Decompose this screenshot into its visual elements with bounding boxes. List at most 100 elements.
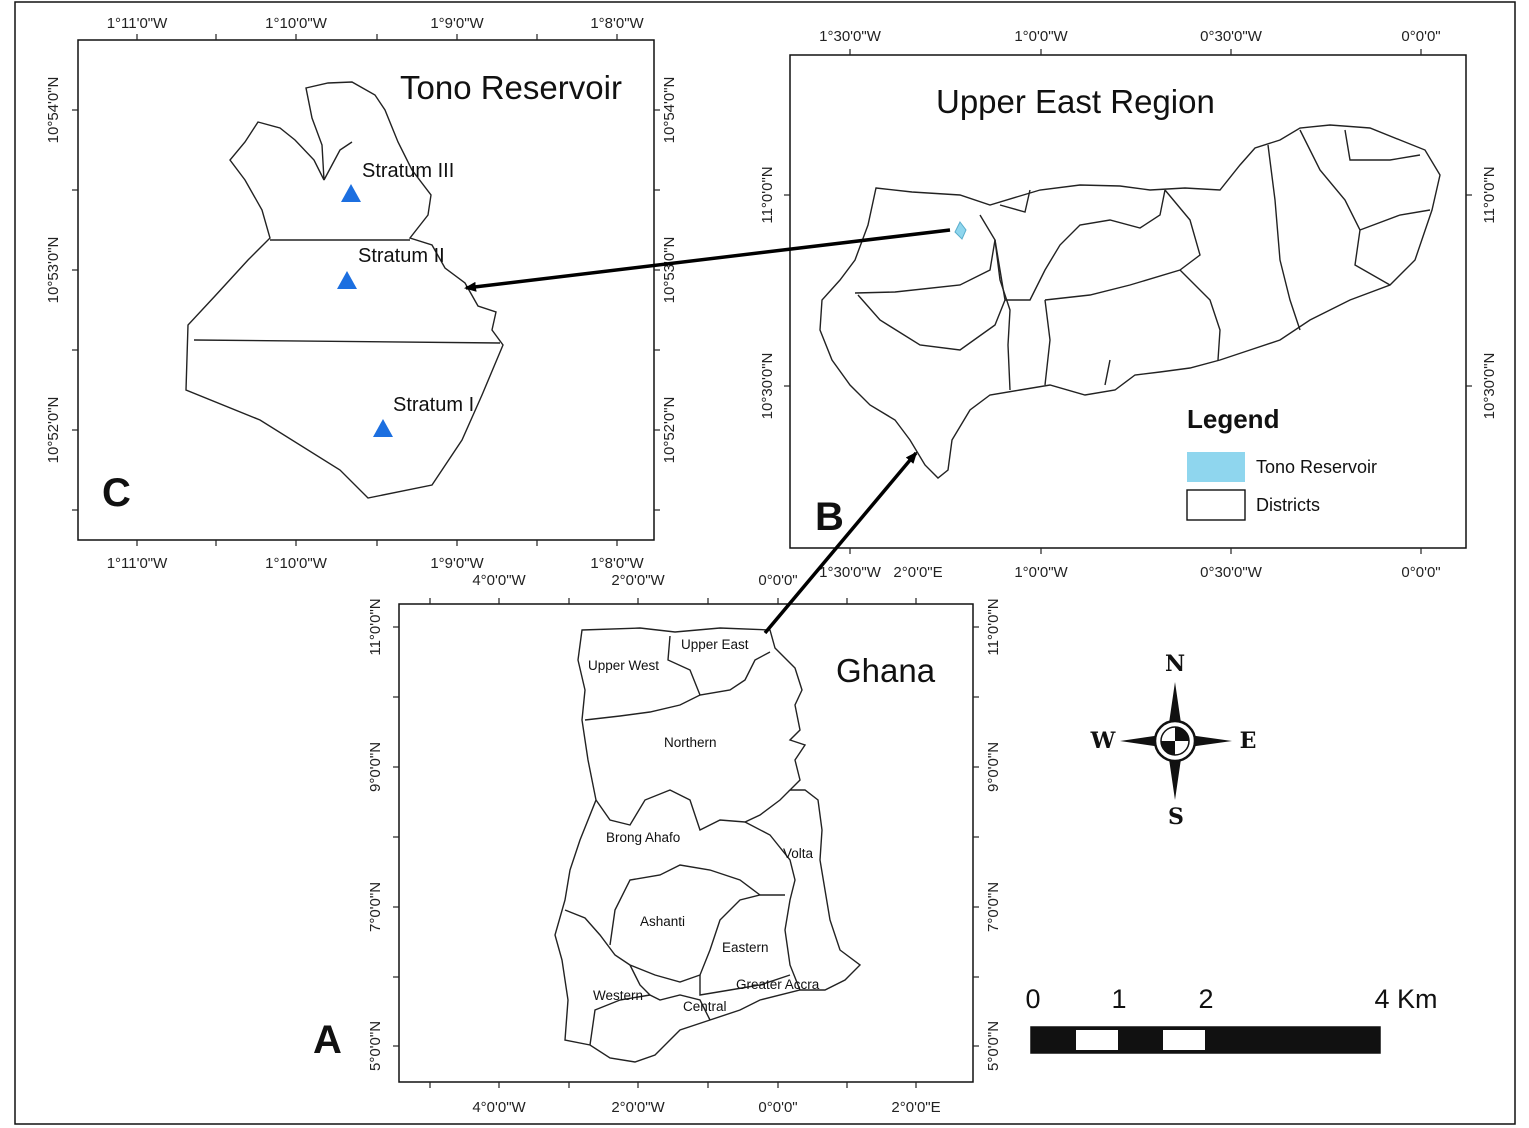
panel-c-top-tick: 1°8'0"W bbox=[590, 15, 644, 32]
panel-c-tick-marks bbox=[72, 34, 660, 546]
region-label-upper-west: Upper West bbox=[588, 658, 659, 673]
region-label-northern: Northern bbox=[664, 735, 717, 750]
panel-c-bottom-tick: 1°9'0"W bbox=[430, 555, 484, 572]
region-boundary bbox=[699, 974, 791, 996]
compass-label-n: N bbox=[1165, 651, 1185, 677]
panel-a-left-tick: 11°0'0"N bbox=[367, 598, 384, 655]
panel-c-right-tick: 10°52'0"N bbox=[661, 397, 678, 464]
panel-b-left-tick: 11°0'0"N bbox=[759, 166, 776, 223]
stratum-iii-label: Stratum III bbox=[362, 160, 454, 182]
compass-quadrant bbox=[1175, 727, 1189, 741]
panel-c-top-tick: 1°9'0"W bbox=[430, 15, 484, 32]
legend-label-tono-reservoir: Tono Reservoir bbox=[1256, 457, 1377, 477]
legend-label-districts: Districts bbox=[1256, 495, 1320, 515]
legend-swatch-tono-reservoir bbox=[1187, 452, 1245, 482]
tono-reservoir-location bbox=[954, 221, 967, 240]
legend: Legend Tono Reservoir Districts bbox=[1186, 404, 1377, 521]
panel-b-tick-marks bbox=[784, 49, 1472, 554]
panel-a-top-tick: 4°0'0"W bbox=[472, 572, 526, 589]
region-label-greater-accra: Greater Accra bbox=[736, 977, 820, 992]
panel-c-frame bbox=[77, 39, 655, 541]
reservoir-tributary-line bbox=[323, 141, 353, 181]
panel-a-tick-marks bbox=[393, 598, 979, 1088]
scale-bar-segment bbox=[1076, 1030, 1118, 1050]
panel-c-top-tick: 1°11'0"W bbox=[107, 15, 168, 32]
stratum-ii-marker bbox=[337, 271, 357, 289]
panel-a-bottom-tick: 2°0'0"E bbox=[891, 1099, 940, 1116]
region-label-central: Central bbox=[683, 999, 727, 1014]
ghana-outline bbox=[554, 627, 862, 1063]
legend-swatch-districts bbox=[1186, 489, 1246, 521]
panel-a-bottom-tick: 0°0'0" bbox=[758, 1099, 797, 1116]
panel-c-title: Tono Reservoir bbox=[400, 69, 622, 106]
panel-c-right-tick: 10°54'0"N bbox=[661, 77, 678, 144]
district-boundary bbox=[1267, 144, 1301, 331]
region-label-volta: Volta bbox=[783, 846, 814, 861]
panel-a-right-tick: 11°0'0"N bbox=[985, 598, 1002, 655]
panel-b-top-tick: 1°30'0"W bbox=[819, 28, 882, 45]
region-label-brong-ahafo: Brong Ahafo bbox=[606, 830, 680, 845]
district-boundary bbox=[1344, 129, 1421, 161]
region-label-western: Western bbox=[593, 988, 643, 1003]
region-boundary bbox=[629, 894, 785, 983]
arrow-ghana-to-region bbox=[763, 451, 918, 635]
panel-b-top-tick: 0°30'0"W bbox=[1200, 28, 1263, 45]
panel-c-bottom-tick: 1°10'0"W bbox=[265, 555, 328, 572]
scale-bar: 0 1 2 4 Km bbox=[1025, 984, 1438, 1054]
region-boundary bbox=[667, 635, 701, 696]
reservoir-outline bbox=[185, 81, 504, 499]
panel-b-bottom-tick: 1°30'0"W bbox=[819, 564, 882, 581]
panel-c-top-tick: 1°10'0"W bbox=[265, 15, 328, 32]
panel-a-bottom-tick: 2°0'0"W bbox=[611, 1099, 665, 1116]
panel-a-right-tick: 5°0'0"N bbox=[985, 1021, 1002, 1071]
panel-c-left-tick: 10°52'0"N bbox=[45, 397, 62, 464]
scale-label-4km: 4 Km bbox=[1374, 984, 1437, 1014]
panel-b-letter: B bbox=[815, 495, 844, 539]
panel-a-frame bbox=[398, 603, 974, 1083]
compass-label-s: S bbox=[1168, 804, 1184, 830]
scale-label-2: 2 bbox=[1198, 984, 1213, 1014]
region-label-upper-east: Upper East bbox=[681, 637, 749, 652]
region-boundary bbox=[609, 864, 761, 946]
compass-quadrant bbox=[1161, 741, 1175, 755]
panel-a-top-tick: 0°0'0" bbox=[758, 572, 797, 589]
stratum-boundary-lower bbox=[193, 339, 501, 344]
stratum-ii-label: Stratum II bbox=[358, 245, 445, 267]
panel-a-letter: A bbox=[313, 1018, 342, 1062]
panel-a-title: Ghana bbox=[836, 652, 936, 689]
panel-c-right-tick: 10°53'0"N bbox=[661, 237, 678, 304]
north-arrow: N S W E bbox=[1090, 651, 1257, 830]
panel-a: 4°0'0"W 2°0'0"W 0°0'0" 4°0'0"W 2°0'0"W 0… bbox=[313, 572, 1002, 1116]
compass-label-e: E bbox=[1240, 728, 1257, 754]
panel-a-right-tick: 7°0'0"N bbox=[985, 882, 1002, 932]
panel-b-right-tick: 11°0'0"N bbox=[1481, 166, 1498, 223]
region-boundary bbox=[744, 821, 801, 991]
district-boundary bbox=[1005, 189, 1166, 301]
district-boundary bbox=[1044, 299, 1051, 386]
panel-b-top-tick: 1°0'0"W bbox=[1014, 28, 1068, 45]
panel-a-bottom-tick: 4°0'0"W bbox=[472, 1099, 526, 1116]
district-boundary bbox=[999, 189, 1031, 213]
figure-border bbox=[14, 1, 1516, 1125]
panel-a-right-tick: 9°0'0"N bbox=[985, 742, 1002, 792]
panel-a-left-tick: 7°0'0"N bbox=[367, 882, 384, 932]
region-label-ashanti: Ashanti bbox=[640, 914, 685, 929]
panel-a-left-tick: 5°0'0"N bbox=[367, 1021, 384, 1071]
panel-c-bottom-tick: 1°8'0"W bbox=[590, 555, 644, 572]
panel-c-letter: C bbox=[102, 471, 131, 515]
panel-c: 1°11'0"W 1°10'0"W 1°9'0"W 1°8'0"W 1°11'0… bbox=[45, 15, 678, 572]
panel-b-bottom-tick: 0°30'0"W bbox=[1200, 564, 1263, 581]
panel-b: 1°30'0"W 1°0'0"W 0°30'0"W 0°0'0" 1°30'0"… bbox=[759, 28, 1498, 581]
district-boundary bbox=[1299, 129, 1391, 286]
region-boundary bbox=[564, 909, 631, 966]
panel-c-left-tick: 10°54'0"N bbox=[45, 77, 62, 144]
legend-title: Legend bbox=[1187, 404, 1279, 434]
panel-b-bottom-tick: 2°0'0"E bbox=[893, 564, 942, 581]
compass-inner-ring bbox=[1160, 726, 1190, 756]
panel-a-top-tick: 2°0'0"W bbox=[611, 572, 665, 589]
panel-a-left-tick: 9°0'0"N bbox=[367, 742, 384, 792]
district-boundary bbox=[1104, 359, 1111, 386]
panel-c-bottom-tick: 1°11'0"W bbox=[107, 555, 168, 572]
region-label-eastern: Eastern bbox=[722, 940, 769, 955]
